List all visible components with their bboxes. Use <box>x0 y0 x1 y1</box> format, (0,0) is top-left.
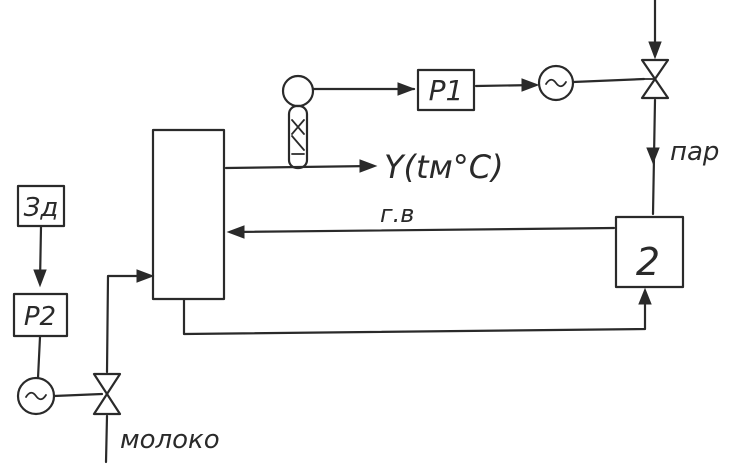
p2-to-motor2-line <box>36 335 42 380</box>
motor1-to-valve1-line <box>571 77 646 84</box>
p1-label: P1 <box>429 74 464 107</box>
hot-water-label: г.в <box>380 200 414 228</box>
motor2-icon <box>16 376 56 416</box>
heat-exchanger-label: 2 <box>636 240 660 284</box>
output-signal-label: Y(tм°C) <box>384 148 504 186</box>
milk-valve-icon <box>92 372 122 416</box>
p1-block <box>416 68 476 112</box>
motor2-to-valve2-line <box>52 392 104 398</box>
hot-water-arrow <box>226 225 245 239</box>
main-column <box>151 128 226 301</box>
temperature-sensor <box>281 74 315 170</box>
steam-supply-arrow <box>648 41 662 60</box>
steam-to-exchanger-arrow <box>646 147 660 165</box>
return-arrow <box>638 287 652 305</box>
milk-inlet-arrow <box>136 269 155 283</box>
heat-exchanger-block <box>614 215 685 289</box>
p1-to-motor1-arrow <box>521 78 540 92</box>
output-signal-line <box>224 164 374 170</box>
zd-label: Зд <box>24 193 59 223</box>
motor1-icon <box>537 64 575 102</box>
steam-label: пар <box>670 137 719 167</box>
zd-to-p2-arrow <box>33 269 47 288</box>
p2-label: P2 <box>24 302 56 332</box>
return-line <box>182 290 647 336</box>
hot-water-line <box>228 226 616 234</box>
milk-label: молоко <box>120 425 220 455</box>
output-signal-arrow <box>359 159 378 173</box>
p2-block <box>12 292 69 338</box>
steam-valve-icon <box>640 58 670 100</box>
sensor-to-p1-arrow <box>397 82 416 96</box>
milk-inlet-line <box>104 274 152 464</box>
